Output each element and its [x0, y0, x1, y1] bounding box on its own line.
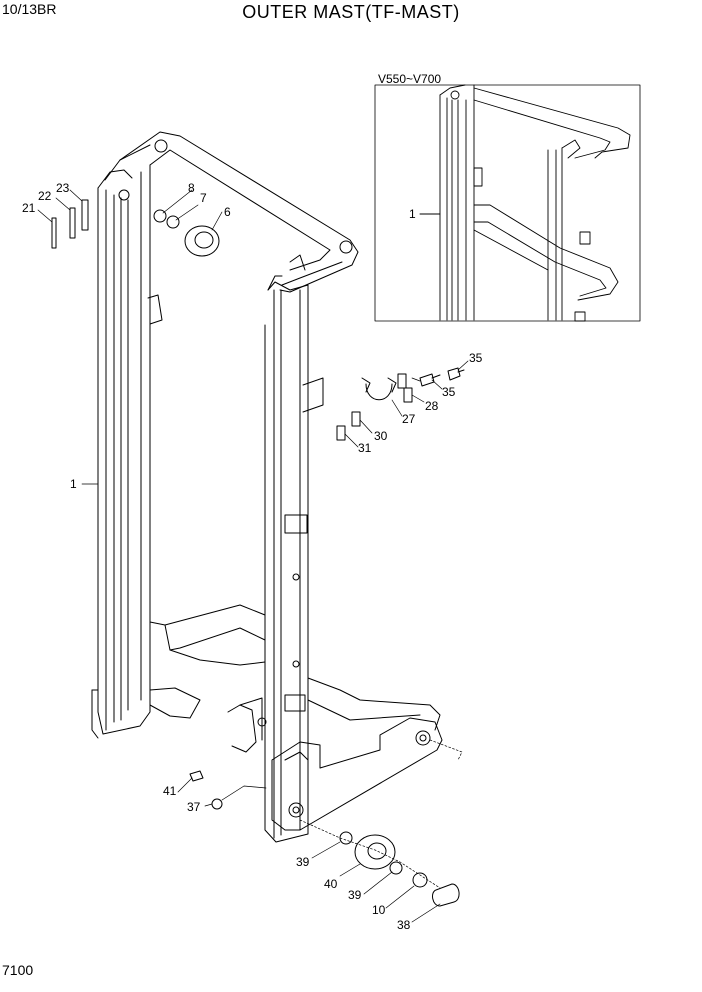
model-code: 10/13BR [2, 1, 57, 17]
callout-31: 31 [358, 441, 372, 455]
inset-label: V550~V700 [378, 72, 442, 86]
callout-22: 22 [38, 189, 52, 203]
right-mast-channel [264, 275, 324, 843]
callout-41: 41 [163, 784, 177, 798]
callout-28: 28 [425, 399, 439, 413]
leader-lines [37, 189, 469, 923]
callout-30: 30 [374, 429, 388, 443]
callout-10: 10 [372, 903, 386, 917]
hose-bracket-parts [336, 367, 465, 441]
callout-23: 23 [56, 181, 70, 195]
callout-38: 38 [397, 918, 411, 932]
callout-7: 7 [200, 191, 207, 205]
callout-labels: 1 1 6 7 8 21 22 23 35 35 28 27 30 31 41 … [22, 181, 483, 932]
callout-35-a: 35 [469, 351, 483, 365]
callout-1: 1 [70, 477, 77, 491]
left-mast-channel [91, 164, 151, 739]
bottom-parts [189, 770, 460, 907]
callout-8: 8 [188, 181, 195, 195]
page-number: 7100 [2, 962, 34, 978]
callout-37: 37 [187, 800, 201, 814]
bottom-plate [271, 717, 443, 831]
callout-6: 6 [224, 205, 231, 219]
callout-35-b: 35 [442, 385, 456, 399]
inset-frame [374, 84, 641, 322]
callout-27: 27 [402, 412, 416, 426]
page-title: OUTER MAST(TF-MAST) [242, 2, 460, 22]
inset-mast-drawing [439, 84, 631, 322]
lower-crossmember [149, 604, 441, 753]
callout-21: 21 [22, 201, 36, 215]
callout-40: 40 [324, 877, 338, 891]
top-parts [51, 189, 220, 257]
inset-callout-1: 1 [409, 207, 416, 221]
top-crossbar [104, 131, 359, 293]
callout-39-a: 39 [296, 855, 310, 869]
left-channel-lug [147, 294, 163, 325]
callout-39-b: 39 [348, 888, 362, 902]
